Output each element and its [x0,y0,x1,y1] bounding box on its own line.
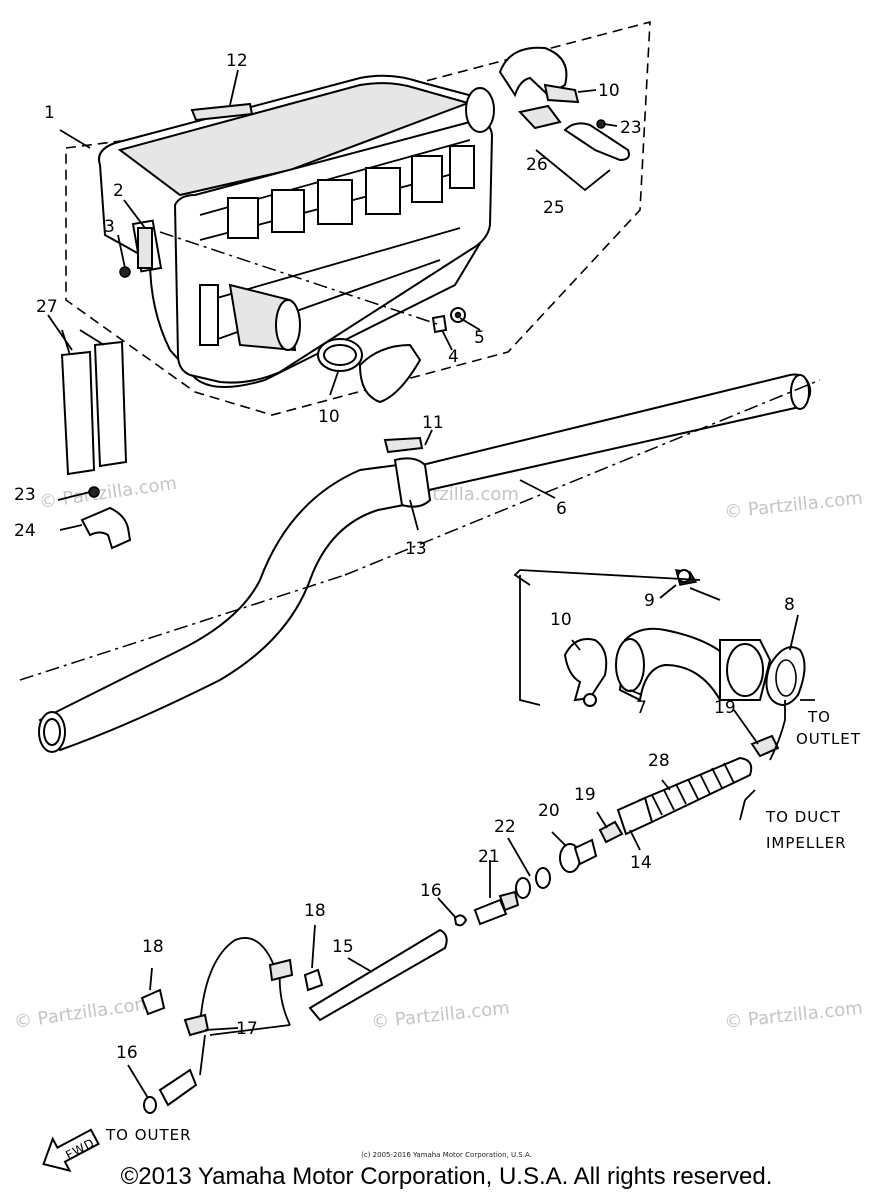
watermark: © Partzilla.com [723,488,863,523]
part-20-fitting [559,838,598,873]
part-27-straps [60,329,128,476]
copyright-main: ©2013 Yamaha Motor Corporation, U.S.A. A… [120,1163,773,1190]
copyright-small: (c) 2005-2016 Yamaha Motor Corporation, … [361,1151,532,1159]
callout-23-left: 23 [14,485,36,505]
callout-18-left: 18 [142,937,164,957]
part-8-gasket [765,646,806,706]
part-16-clip-top [453,914,468,927]
watermark: © Partzilla.com [13,993,153,1033]
part-18-plug-left [140,988,166,1016]
part-19-clamp-b [598,820,624,844]
parts-4-5-nut-washer [431,307,466,334]
callout-25: 25 [543,198,565,218]
part-24-bracket [80,486,132,550]
part-21-nipple [473,890,520,926]
part-17-tube [183,937,294,1076]
callout-2: 2 [113,181,124,201]
callout-28: 28 [648,751,670,771]
callout-5: 5 [474,328,485,348]
callout-16-top: 16 [420,881,442,901]
part-22-washers [515,867,551,899]
parts-2-3 [119,227,153,278]
notes: TO OUTLET TO DUCT IMPELLER TO OUTER FWD [63,708,861,1163]
watermark: © Partzilla.com [38,473,178,513]
callout-24: 24 [14,521,36,541]
callout-4: 4 [448,347,459,367]
note-to-outer: TO OUTER [105,1126,192,1144]
callout-9: 9 [644,591,655,611]
callout-3: 3 [104,217,115,237]
callout-18-top: 18 [304,901,326,921]
callout-22: 22 [494,817,516,837]
grille [199,139,475,346]
muffler-assembly [65,20,651,416]
part-10-clamp-low [563,638,608,707]
callouts: 1 2 3 12 10 23 26 25 4 5 10 11 27 23 24 … [14,51,795,1063]
callout-19-mid: 19 [574,785,596,805]
part-25-bracket [518,104,630,192]
part-7-elbow [615,627,772,702]
part-28-bellows-hose [616,756,753,836]
part-10-clamp-mid [317,338,363,372]
callout-20: 20 [538,801,560,821]
part-12-label [190,102,254,122]
callout-10-low: 10 [550,610,572,630]
watermark: © Partzilla.com [723,998,863,1033]
callout-17: 17 [236,1019,258,1039]
callout-23-top: 23 [620,118,642,138]
fwd-arrow [42,1128,100,1173]
callout-19-right: 19 [714,698,736,718]
callout-16-bottom: 16 [116,1043,138,1063]
callout-12: 12 [226,51,248,71]
callout-10-mid: 10 [318,407,340,427]
callout-21: 21 [478,847,500,867]
callout-15: 15 [332,937,354,957]
part-11-clamp [383,436,432,508]
note-to-duct-2: IMPELLER [766,834,847,852]
leader-lines [47,69,799,1099]
callout-14: 14 [630,853,652,873]
note-to-outlet-2: OUTLET [796,730,861,748]
callout-10-top: 10 [598,81,620,101]
callout-27: 27 [36,297,58,317]
note-to-outlet-1: TO [807,708,831,726]
callout-1: 1 [44,103,55,123]
part-18-plug-top [303,968,324,992]
note-to-duct-1: TO DUCT [765,808,841,826]
callout-6: 6 [556,499,567,519]
part-16-clip-bottom [143,1068,198,1114]
part-15-hose [308,928,448,1022]
callout-8: 8 [784,595,795,615]
part-9-bolt [674,569,698,586]
part-13-bent-hose [38,460,432,753]
callout-7: 7 [636,698,647,718]
callout-13: 13 [405,539,427,559]
part-6-exhaust-hose [408,373,812,494]
callout-26: 26 [526,155,548,175]
callout-11: 11 [422,413,444,433]
part-19-clamp-a [750,734,780,758]
part-10-clamp-top [498,46,580,104]
watermark: © Partzilla.com [370,998,510,1033]
